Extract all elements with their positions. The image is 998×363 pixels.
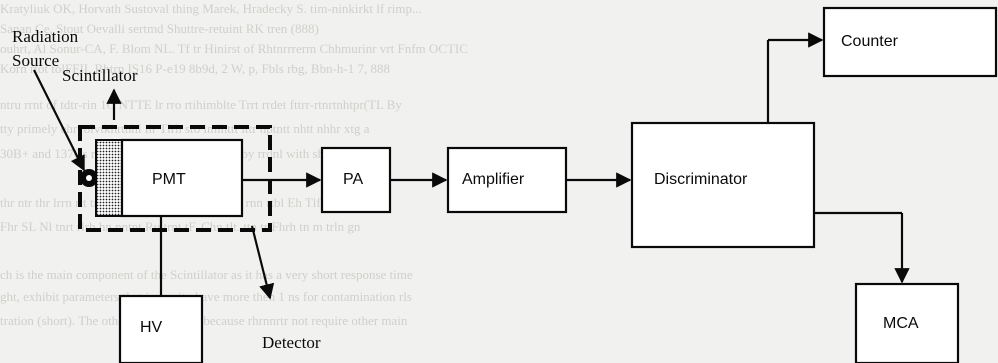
hv-box	[118, 294, 204, 363]
background-text-line: ch is the main component of the Scintill…	[0, 268, 413, 282]
counter-box	[822, 6, 998, 78]
detector-label: Detector	[262, 333, 321, 352]
counter-label: Counter	[841, 33, 899, 50]
pmt-box	[120, 138, 244, 218]
amplifier-label: Amplifier	[462, 171, 525, 188]
background-text-line: ght, exhibit parameters that is, purity …	[0, 290, 412, 304]
background-text-line: tration (short). The other reason is tha…	[0, 314, 408, 328]
detector-pointer-arrow	[250, 225, 275, 300]
background-text-line: ntru rrnt of tdtr-rin 1C NTTE lr rro rti…	[0, 98, 402, 112]
amplifier-box	[446, 146, 568, 214]
hv-label: HV	[140, 319, 163, 336]
background-text-line: Korn rtot tolFFII, Rhtrn IS16 P-e19 8b9d…	[0, 62, 391, 76]
background-text-line: Sanan Ce, Stout Oevalli sertmd Shuttre-r…	[0, 22, 319, 36]
discriminator-label: Discriminator	[654, 171, 748, 188]
scintillator-label: Scintillator	[62, 66, 138, 85]
radiation-source-icon-core	[86, 175, 92, 181]
source-pointer-arrow	[33, 69, 85, 172]
mca-box	[854, 282, 960, 363]
pa-box	[320, 146, 392, 214]
background-text-line: Kratyliuk OK, Horvath Sustoval thing Mar…	[0, 2, 422, 16]
mca-label: MCA	[883, 315, 919, 332]
background-text-line: ouhrt, Al Sonur-CA, F. Blom NL. Tf tr Hi…	[0, 42, 468, 56]
detector-enclosure	[78, 125, 272, 232]
pmt-label: PMT	[152, 171, 186, 188]
discriminator-box	[630, 121, 816, 249]
source-label: Source	[12, 51, 59, 70]
radiation-label: Radiation	[12, 27, 79, 46]
scintillator-crystal	[95, 139, 123, 217]
pa-label: PA	[343, 171, 363, 188]
